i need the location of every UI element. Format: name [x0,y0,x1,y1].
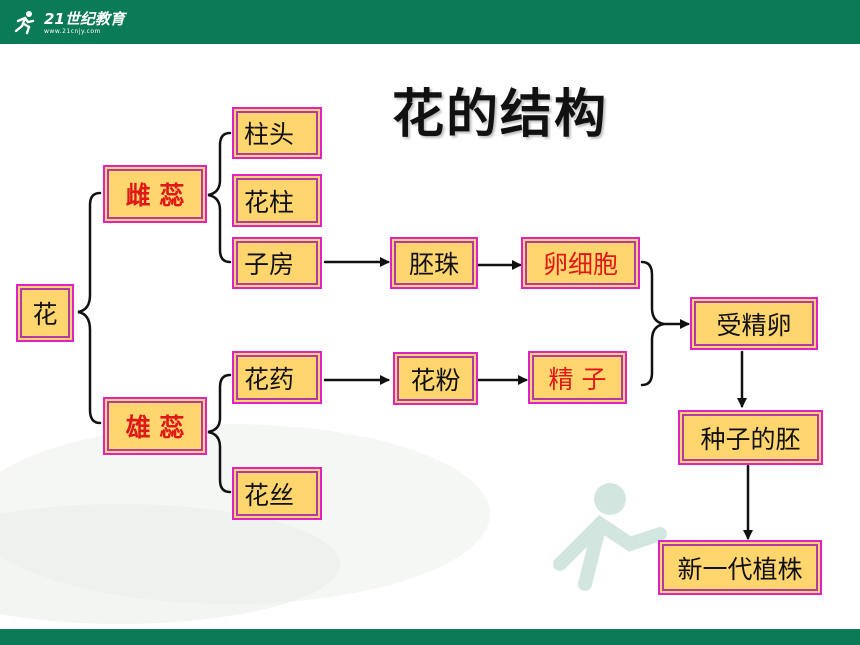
page-title: 花的结构 [391,85,608,145]
node-ovary: 子房 [232,237,322,289]
node-anther: 花药 [232,351,322,404]
brace-flower [77,191,102,425]
node-pollen: 花粉 [393,352,478,405]
node-egg-cell: 卵细胞 [521,237,640,289]
brace-pistil [207,131,232,264]
node-sperm: 精 子 [528,351,627,404]
node-filament: 花丝 [232,467,322,520]
logo-url: www.21cnjy.com [44,28,101,35]
node-zygote: 受精卵 [690,297,818,350]
footer-bar [0,629,860,645]
header-bar: 21世纪教育 www.21cnjy.com [0,0,860,44]
node-flower: 花 [16,284,74,342]
node-style: 花柱 [232,174,322,227]
logo: 21世纪教育 www.21cnjy.com [12,6,125,38]
node-ovule: 胚珠 [390,237,478,289]
node-stigma: 柱头 [232,107,322,159]
brace-fertilization [640,260,665,387]
node-pistil: 雌 蕊 [103,165,207,223]
node-stamen: 雄 蕊 [103,397,207,455]
runner-logo-icon [14,11,35,35]
node-embryo: 种子的胚 [678,410,823,465]
node-new-plant: 新一代植株 [658,540,822,595]
brace-stamen [207,373,232,494]
logo-name: 21世纪教育 [44,10,125,28]
